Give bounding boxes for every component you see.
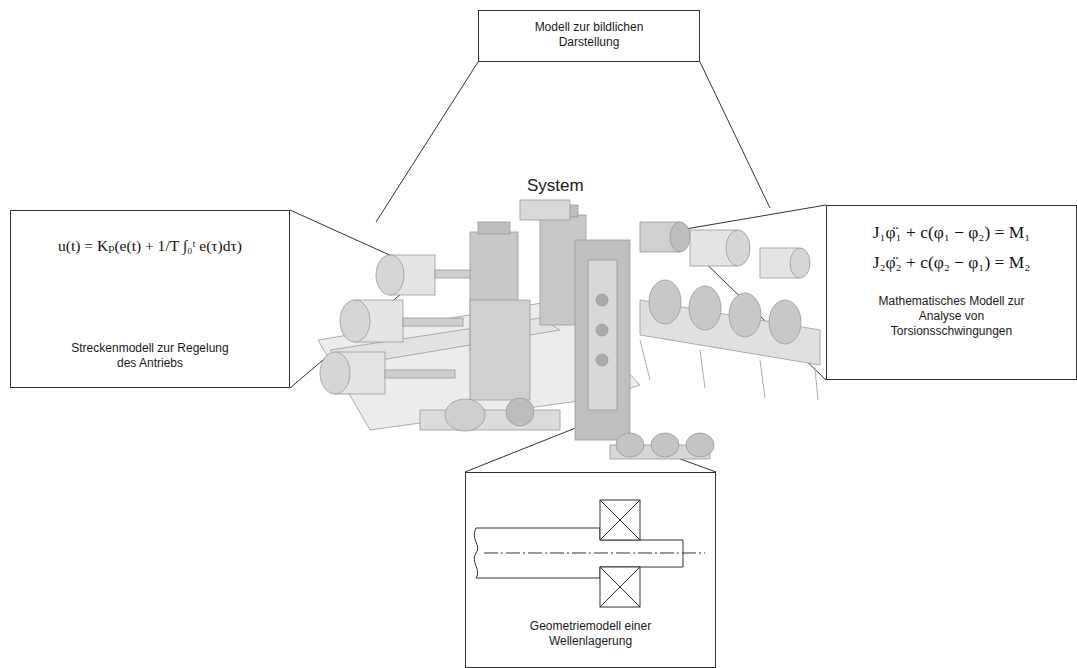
- formula-text: u(t) = Kₚ(e(t) + 1/T ∫₀ᵗ e(τ)dτ): [11, 235, 289, 257]
- caption-text: Mathematisches Modell zur Analyse von To…: [872, 294, 1032, 339]
- formula-text: J₂φ̈₂ + c(φ₂ − φ₁) = M₂: [827, 250, 1076, 274]
- model-box: Modell zur bildlichen Darstellung: [478, 10, 700, 62]
- caption-text: Geometriemodell einer Wellenlagerung: [516, 619, 666, 649]
- formula-text: J₁φ̈₁ + c(φ₁ − φ₂) = M₁: [827, 220, 1076, 244]
- caption-text: Modell zur bildlichen Darstellung: [514, 20, 664, 50]
- model-box: u(t) = Kₚ(e(t) + 1/T ∫₀ᵗ e(τ)dτ) Strecken…: [10, 210, 290, 388]
- model-box: Geometriemodell einer Wellenlagerung: [465, 472, 716, 668]
- model-box: J₁φ̈₁ + c(φ₁ − φ₂) = M₁ J₂φ̈₂ + c(φ₂ − φ₁…: [826, 205, 1077, 380]
- system-label: System: [527, 176, 584, 196]
- caption-text: Streckenmodell zur Regelung des Antriebs: [70, 341, 230, 371]
